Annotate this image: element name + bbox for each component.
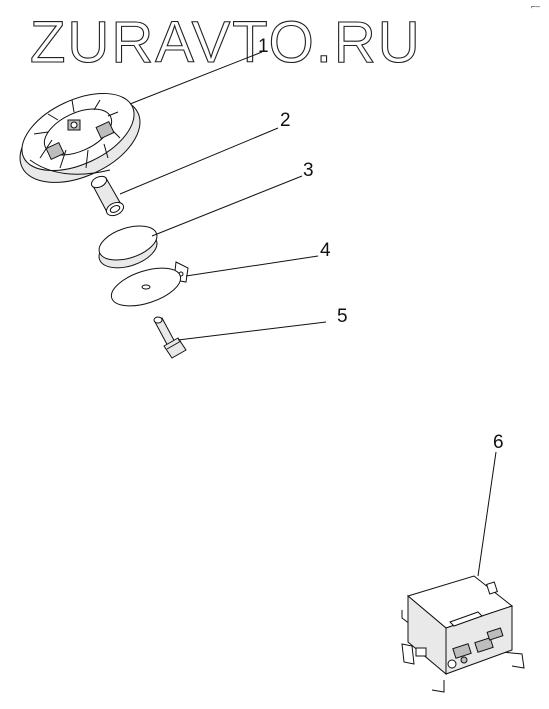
callout-6: 6 — [493, 432, 504, 453]
part-1-wheel — [19, 92, 141, 183]
part-4-plate — [110, 261, 189, 307]
leader-6 — [477, 451, 497, 577]
callout-4: 4 — [320, 240, 331, 261]
callout-5: 5 — [337, 306, 348, 327]
leader-5 — [177, 321, 327, 341]
part-2-sleeve — [90, 175, 125, 217]
leader-2 — [119, 127, 279, 195]
leader-1 — [129, 51, 263, 105]
callout-3: 3 — [303, 160, 314, 181]
callout-2: 2 — [280, 110, 291, 131]
leader-4 — [185, 255, 319, 277]
watermark-text: ZURAVTO.RU — [30, 10, 422, 75]
leader-lines — [119, 51, 497, 577]
corner-mark: ⌐– — [531, 2, 541, 11]
part-3-cap — [98, 225, 158, 269]
leader-3 — [151, 175, 303, 237]
part-6-control-unit — [401, 575, 525, 693]
callout-1: 1 — [258, 36, 269, 57]
part-5-bolt — [153, 316, 187, 359]
